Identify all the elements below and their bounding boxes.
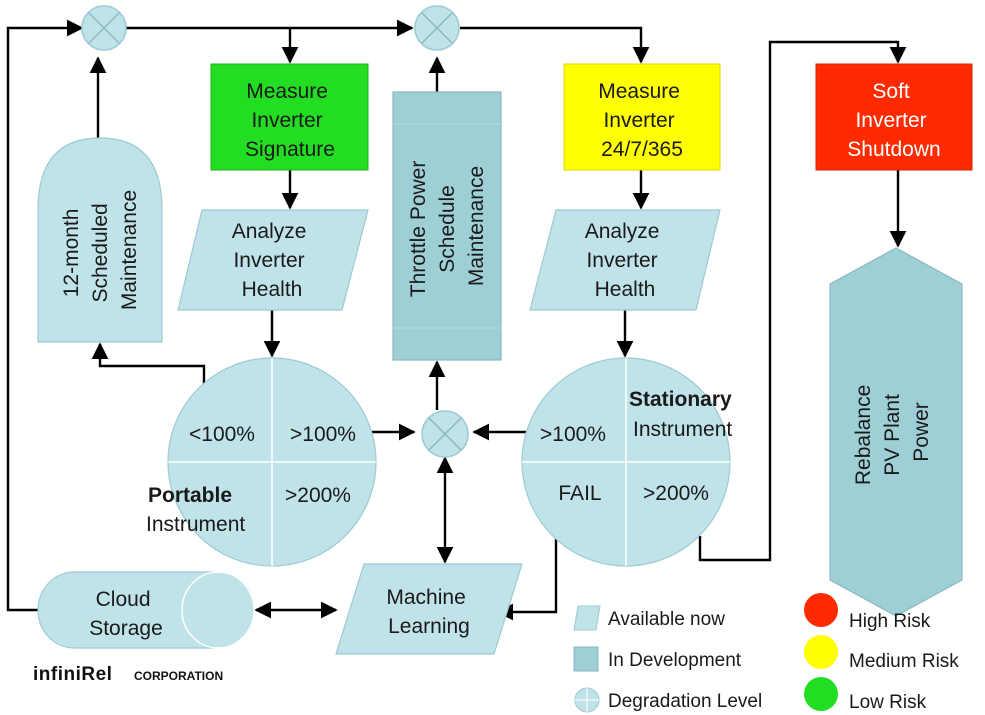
legend-low-risk-label: Low Risk <box>849 692 927 713</box>
junction-2 <box>414 5 460 51</box>
measure-signature-line-3: Signature <box>245 138 335 161</box>
stationary-subtitle: Instrument <box>633 418 732 441</box>
analyze-right-line-2: Inverter <box>586 249 657 272</box>
machine-learning-line-2: Learning <box>388 615 470 638</box>
measure-247-line-2: Inverter <box>603 109 674 132</box>
legend: Available now In Development Degradation… <box>573 593 959 713</box>
measure-signature-node: Measure Inverter Signature <box>210 63 369 171</box>
edge-stationary-to-machine-learning <box>496 536 558 621</box>
throttle-power-line-2: Schedule <box>436 185 459 273</box>
soft-shutdown-node: Soft Inverter Shutdown <box>815 63 973 171</box>
legend-degradation-level: Degradation Level <box>574 687 762 713</box>
svg-text:12-month Scheduled: 12-month Scheduled Maintenance <box>60 190 141 310</box>
measure-signature-line-2: Inverter <box>251 109 322 132</box>
machine-learning-line-1: Machine <box>386 586 465 609</box>
scheduled-maintenance-node: 12-month Scheduled Maintenance <box>37 137 163 343</box>
stationary-quadrant-gt200: >200% <box>643 482 709 505</box>
edge-stationary-to-shutdown <box>698 40 907 562</box>
portable-quadrant-gt200: >200% <box>285 484 351 507</box>
measure-247-line-1: Measure <box>598 80 680 103</box>
logo-suffix: CORPORATION <box>134 669 223 683</box>
legend-available-now-label: Available now <box>608 609 725 630</box>
edge-junction-2-to-measure-247 <box>460 26 650 64</box>
svg-text:Soft Inverter Shut: Soft Inverter Shutdown <box>847 80 940 161</box>
portable-quadrant-gt100: >100% <box>290 423 356 446</box>
edge-cloud-to-junction-1 <box>6 19 84 612</box>
junction-1 <box>81 5 127 51</box>
legend-medium-risk: Medium Risk <box>804 635 959 672</box>
portable-quadrant-lt100: <100% <box>189 423 255 446</box>
legend-high-risk: High Risk <box>804 593 931 632</box>
infinirel-logo: infiniRel CORPORATION <box>33 664 223 685</box>
throttle-power-line-3: Maintenance <box>465 166 488 286</box>
svg-text:Measure Inverter S: Measure Inverter Signature <box>245 80 335 161</box>
portable-subtitle: Instrument <box>146 513 245 536</box>
analyze-right-line-1: Analyze <box>585 220 660 243</box>
legend-degradation-level-label: Degradation Level <box>608 691 762 712</box>
analyze-left-line-3: Health <box>242 278 303 301</box>
svg-text:Cloud Storage: Cloud Storage <box>89 588 163 640</box>
soft-shutdown-line-1: Soft <box>872 80 910 103</box>
cloud-storage-line-2: Storage <box>89 617 163 640</box>
stationary-instrument-node: >100% FAIL >200% <box>521 357 731 567</box>
svg-text:Machine Learning: Machine Learning <box>386 586 471 638</box>
portable-title: Portable <box>148 484 232 507</box>
soft-shutdown-line-2: Inverter <box>855 109 926 132</box>
svg-text:Throttle Power Schedule: Throttle Power Schedule Maintenance <box>407 155 488 297</box>
scheduled-maintenance-line-3: Maintenance <box>118 190 141 310</box>
legend-high-risk-label: High Risk <box>849 611 931 632</box>
legend-medium-risk-label: Medium Risk <box>849 651 959 672</box>
soft-shutdown-line-3: Shutdown <box>847 138 940 161</box>
scheduled-maintenance-line-2: Scheduled <box>89 203 112 302</box>
legend-available-now: Available now <box>573 605 725 631</box>
svg-text:Analyze Inverter H: Analyze Inverter Health <box>585 220 666 301</box>
throttle-power-node: Throttle Power Schedule Maintenance <box>392 91 502 361</box>
portable-instrument-node: <100% >100% >200% <box>167 357 377 567</box>
stationary-quadrant-fail: FAIL <box>558 482 601 505</box>
stationary-quadrant-gt100: >100% <box>540 423 606 446</box>
rebalance-line-3: Power <box>910 402 933 462</box>
svg-text:Rebalance PV Plant: Rebalance PV Plant Power <box>852 379 933 485</box>
legend-in-development: In Development <box>573 646 742 672</box>
rebalance-line-2: PV Plant <box>881 394 904 476</box>
edge-portable-to-maintenance <box>91 342 206 392</box>
machine-learning-node: Machine Learning <box>335 563 523 655</box>
logo-name: infiniRel <box>33 664 112 685</box>
measure-signature-line-1: Measure <box>246 80 328 103</box>
analyze-left-line-2: Inverter <box>233 249 304 272</box>
measure-247-node: Measure Inverter 24/7/365 <box>563 63 721 171</box>
cloud-storage-line-1: Cloud <box>96 588 151 611</box>
svg-text:Analyze Inverter H: Analyze Inverter Health <box>232 220 313 301</box>
connectors <box>6 19 907 621</box>
legend-in-development-label: In Development <box>608 650 742 671</box>
throttle-power-line-1: Throttle Power <box>407 161 430 298</box>
scheduled-maintenance-line-1: 12-month <box>60 209 83 298</box>
junction-3 <box>421 410 469 458</box>
analyze-right-line-3: Health <box>595 278 656 301</box>
rebalance-line-1: Rebalance <box>852 385 875 485</box>
legend-low-risk: Low Risk <box>804 677 927 713</box>
measure-247-line-3: 24/7/365 <box>601 138 683 161</box>
analyze-left-node: Analyze Inverter Health <box>177 209 369 311</box>
cloud-storage-node: Cloud Storage <box>37 571 255 649</box>
stationary-title: Stationary <box>629 388 732 411</box>
svg-text:Measure Inverter 2: Measure Inverter 24/7/365 <box>598 80 686 161</box>
analyze-right-node: Analyze Inverter Health <box>529 209 721 311</box>
rebalance-node: Rebalance PV Plant Power <box>829 247 963 617</box>
analyze-left-line-1: Analyze <box>232 220 307 243</box>
